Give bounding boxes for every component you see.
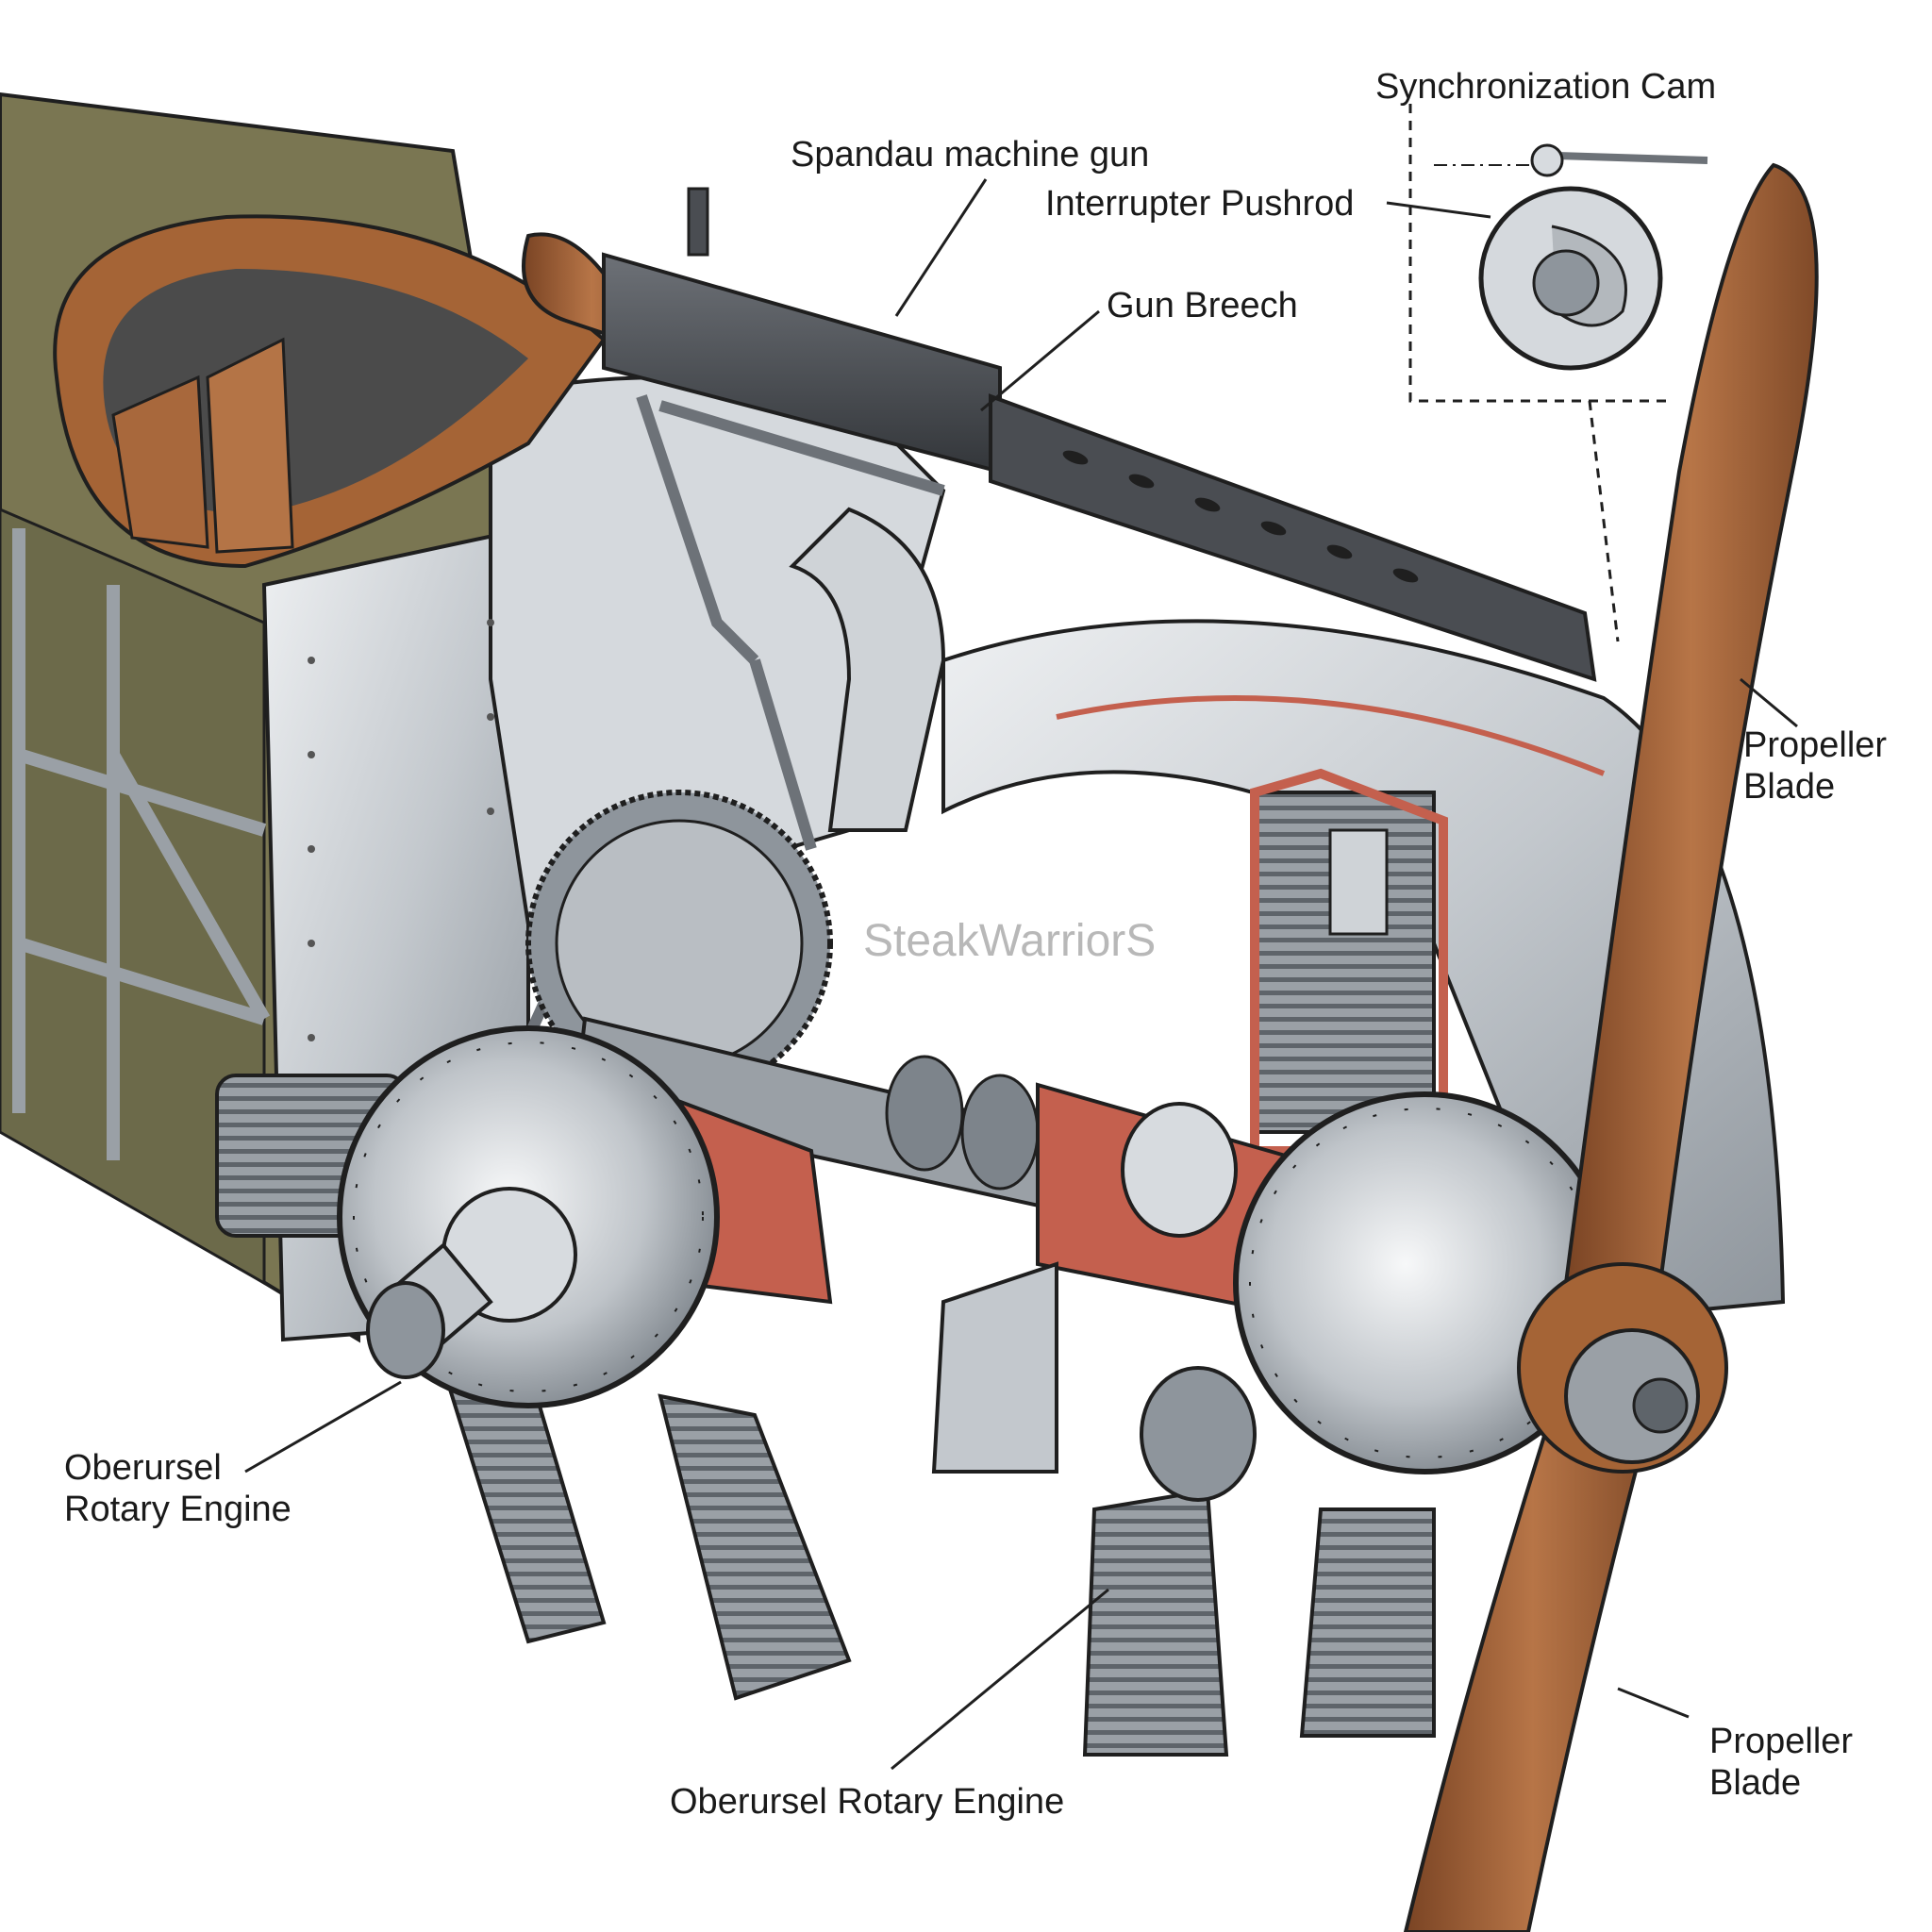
leader-rotary-engine-left	[244, 1380, 402, 1474]
rotary-engine-right	[931, 768, 1616, 1757]
label-propeller-blade-upper: Propeller Blade	[1743, 724, 1887, 808]
label-rotary-engine-left-line2: Rotary Engine	[64, 1490, 291, 1529]
cockpit	[53, 214, 607, 569]
label-rotary-engine-left-line1: Oberursel	[64, 1448, 222, 1488]
engine-cowling	[789, 507, 1786, 1324]
label-propeller-blade-upper-line2: Blade	[1743, 767, 1836, 807]
label-propeller-blade-upper-line1: Propeller	[1743, 725, 1888, 765]
watermark: SteakWarriorS	[863, 916, 1157, 966]
label-rotary-engine-bottom: Oberursel Rotary Engine	[670, 1782, 1065, 1822]
label-spandau-machine-gun: Spandau machine gun	[791, 135, 1150, 175]
label-gun-breech: Gun Breech	[1107, 286, 1298, 325]
synchronization-cam-detail	[1408, 104, 1708, 642]
leader-gun-breech	[980, 309, 1100, 412]
label-propeller-blade-lower: Propeller Blade	[1709, 1721, 1853, 1804]
label-rotary-engine-left: Oberursel Rotary Engine	[64, 1447, 291, 1530]
leader-interrupter-pushrod	[1386, 201, 1491, 219]
propeller	[1403, 162, 1819, 1932]
label-interrupter-pushrod: Interrupter Pushrod	[1045, 184, 1355, 224]
leader-spandau-gun	[894, 178, 988, 317]
label-propeller-blade-lower-line1: Propeller	[1709, 1722, 1854, 1761]
rotary-engine-left	[215, 1025, 852, 1701]
leader-propeller-blade-upper	[1740, 677, 1798, 728]
spandau-machine-gun	[522, 187, 1597, 682]
label-synchronization-cam: Synchronization Cam	[1375, 67, 1717, 107]
leader-propeller-blade-lower	[1617, 1687, 1690, 1719]
label-propeller-blade-lower-line2: Blade	[1709, 1763, 1802, 1803]
crankshaft	[573, 1016, 1059, 1210]
leader-lines	[244, 178, 1798, 1771]
leader-rotary-engine-bottom	[891, 1588, 1109, 1771]
gear-wheel	[525, 790, 833, 1097]
